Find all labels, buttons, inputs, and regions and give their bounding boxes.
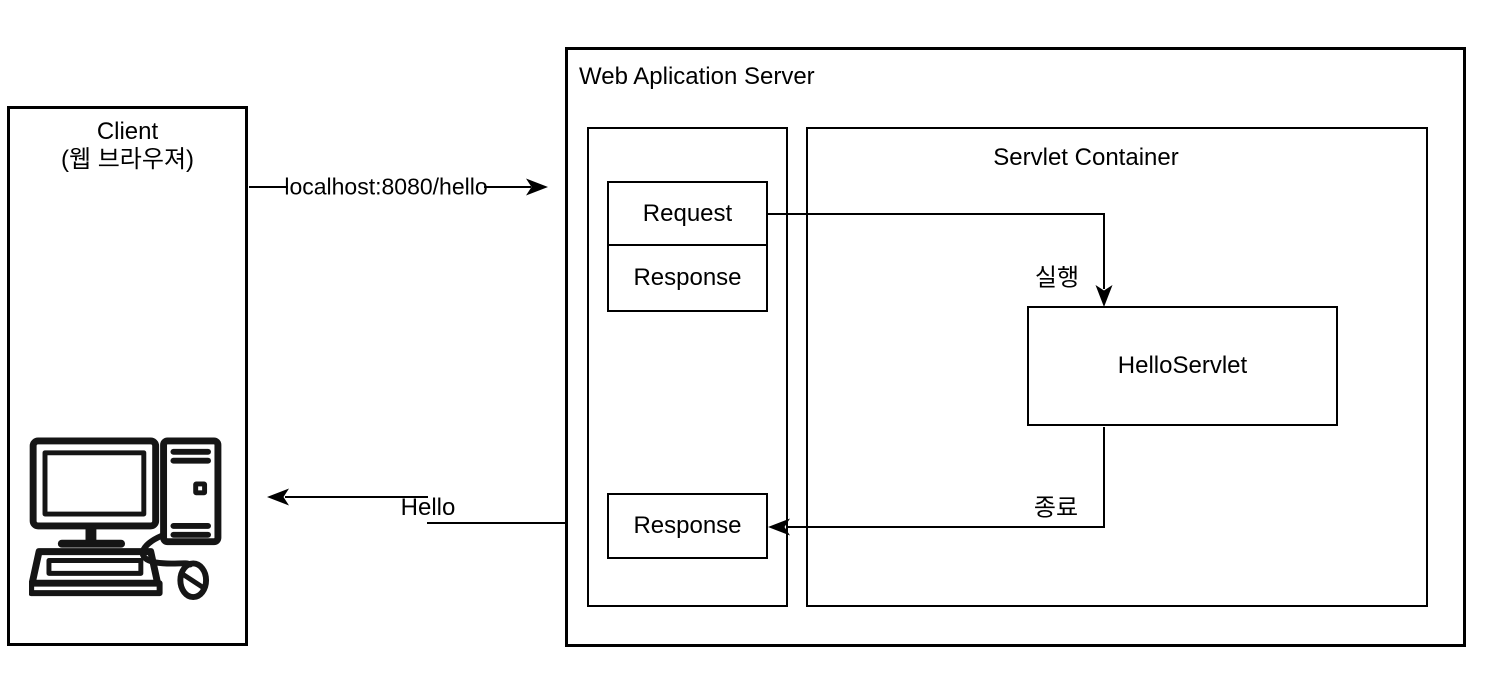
mouse-cable	[139, 532, 194, 568]
desktop-computer-icon	[28, 436, 227, 602]
arrowhead-right	[526, 178, 548, 196]
response-bottom-label: Response	[633, 512, 742, 539]
request-response-panel	[587, 127, 788, 607]
tower-button-dot	[198, 486, 203, 491]
terminate-label: 종료	[1033, 494, 1079, 522]
tower-slat	[170, 531, 211, 538]
tower-slat	[170, 457, 211, 464]
servlet-container-title: Servlet Container	[993, 144, 1179, 171]
mouse-outline	[177, 560, 210, 601]
client-title-block: Client (웹 브라우져)	[10, 118, 245, 174]
response-top-label: Response	[633, 264, 742, 291]
monitor-screen	[42, 450, 147, 517]
tower-slat	[170, 448, 211, 455]
keyboard-keys	[46, 558, 144, 576]
helloservlet-label: HelloServlet	[1117, 352, 1248, 379]
monitor-base	[57, 539, 126, 548]
helloservlet-box: HelloServlet	[1027, 306, 1338, 426]
client-title: Client	[96, 118, 159, 145]
request-url-label: localhost:8080/hello	[284, 173, 488, 200]
servlet-container-box	[806, 127, 1428, 607]
request-box: Request	[607, 181, 768, 246]
web-application-server-box	[565, 47, 1466, 647]
response-box-bottom: Response	[607, 493, 768, 559]
keyboard-base	[28, 580, 163, 597]
request-label: Request	[642, 199, 733, 227]
client-subtitle: (웹 브라우져)	[60, 146, 195, 173]
arrowhead-left	[267, 488, 289, 506]
mouse-divider	[178, 570, 207, 591]
execute-label: 실행	[1034, 264, 1080, 292]
hello-response-label: Hello	[400, 494, 456, 521]
desktop-computer-icon-svg	[28, 437, 222, 601]
response-box-top: Response	[607, 244, 768, 312]
tower-outline	[160, 437, 222, 546]
monitor-stand	[85, 525, 97, 542]
tower-slat	[170, 522, 211, 529]
web-application-server-title: Web Aplication Server	[579, 63, 815, 90]
client-box: Client (웹 브라우져)	[7, 106, 248, 646]
